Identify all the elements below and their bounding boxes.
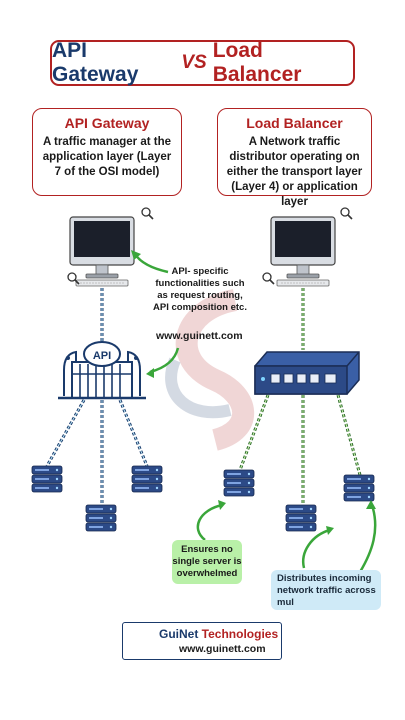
client-computer-left-icon (69, 216, 135, 287)
load-balancer-description: A Network traffic distributor operating … (226, 136, 363, 208)
distribution-note: Distributes incoming network traffic acr… (271, 570, 381, 610)
api-features-note: API- specific functionalities such as re… (153, 266, 247, 313)
company-url: www.guinett.com (179, 643, 266, 655)
magnifier-icon (141, 207, 154, 220)
server-icon (343, 474, 375, 502)
api-gateway-icon (58, 341, 146, 400)
load-balancer-card: Load Balancer A Network traffic distribu… (217, 108, 372, 208)
company-footer: GuiNet Technologies www.guinett.com (122, 622, 282, 660)
load-balancer-heading: Load Balancer (246, 115, 343, 131)
client-computer-right-icon (270, 216, 336, 287)
api-gateway-description: A traffic manager at the application lay… (42, 136, 172, 178)
versus-icon: VS (181, 52, 207, 73)
magnifier-icon (340, 207, 353, 220)
server-icon (31, 465, 63, 493)
server-icon (85, 504, 117, 532)
no-overload-note: Ensures no single server is overwhelmed (172, 540, 242, 584)
arrowhead-icon (131, 250, 376, 535)
server-icon (131, 465, 163, 493)
title-api-gateway: API Gateway (52, 39, 139, 86)
company-name: GuiNet Technologies (159, 627, 278, 641)
server-icon (223, 469, 255, 497)
company-name-part2: Technologies (198, 627, 279, 641)
api-gateway-label: API (93, 350, 111, 362)
watermark-logo-icon (165, 289, 255, 451)
magnifier-icon (262, 272, 275, 285)
api-gateway-heading: API Gateway (64, 115, 150, 131)
title-load-balancer: Load Balancer (212, 39, 302, 86)
title-banner: API Gateway VS Load Balancer (50, 39, 355, 86)
website-note: www.guinett.com (156, 330, 243, 342)
company-name-part1: GuiNet (159, 627, 199, 641)
api-gateway-card: API Gateway A traffic manager at the app… (32, 108, 182, 196)
magnifier-icon (67, 272, 80, 285)
load-balancer-links (238, 288, 362, 505)
load-balancer-switch-icon (254, 351, 360, 395)
server-icon (285, 504, 317, 532)
